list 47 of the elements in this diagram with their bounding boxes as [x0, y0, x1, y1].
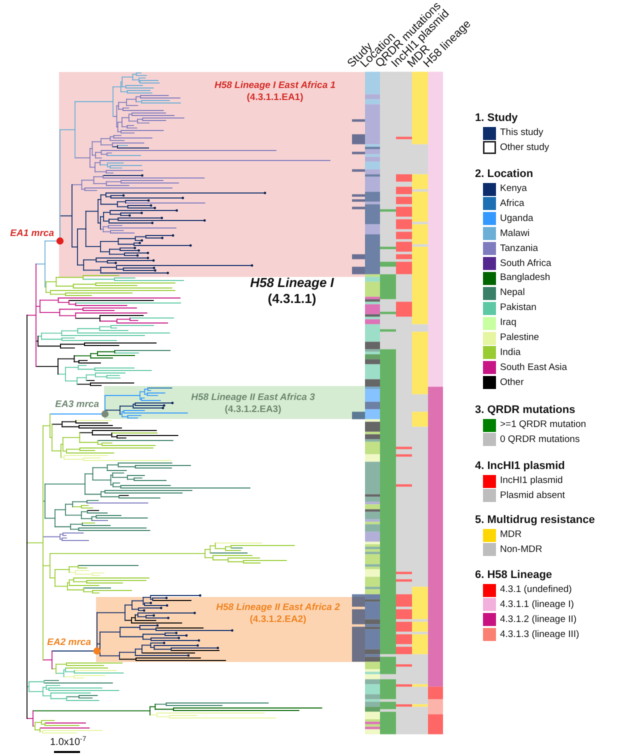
legend-label: Uganda [500, 212, 534, 225]
legend-heading: 1. Study [475, 111, 518, 125]
clade-title: H58 Lineage II East Africa 2 [216, 602, 340, 613]
clade-code: (4.3.1.2.EA2) [250, 614, 306, 625]
legend-heading: 6. H58 Lineage [475, 568, 552, 582]
mrca-label: EA2 mrca [47, 637, 91, 648]
legend-label: Other study [500, 142, 550, 154]
legend-heading: 4. IncHI1 plasmid [475, 459, 565, 473]
legend-label: This study [500, 127, 544, 139]
clade-band [59, 72, 365, 277]
legend-label: Tanzania [500, 242, 538, 255]
legend-label: Nepal [500, 287, 525, 300]
legend-label: 4.3.1.1 (lineage I) [500, 598, 574, 611]
legend-label: IncHI1 plasmid [500, 475, 563, 487]
legend-label: South Africa [500, 258, 552, 270]
legend-heading: 3. QRDR mutations [475, 403, 576, 417]
legend-label: Iraq [500, 317, 516, 330]
legend-heading: 2. Location [475, 167, 534, 181]
mrca-label: EA1 mrca [10, 228, 54, 239]
legend-label: Pakistan [500, 302, 536, 314]
legend-label: Kenya [500, 183, 527, 195]
mrca-label: EA3 mrca [55, 399, 99, 410]
legend-label: 0 QRDR mutations [500, 434, 580, 446]
legend-label: 4.3.1 (undefined) [500, 584, 572, 596]
legend-label: Non-MDR [500, 544, 542, 556]
legend-label: Malawi [500, 228, 530, 240]
clade-band [104, 386, 365, 419]
legend-label: India [500, 346, 521, 359]
legend-label: 4.3.1.2 (lineage II) [500, 614, 577, 626]
legend-label: Africa [500, 198, 524, 210]
legend-label: MDR [500, 529, 522, 541]
legend-label: Bangladesh [500, 272, 550, 284]
legend-label: Palestine [500, 332, 540, 344]
clade-code: (4.3.1.1.EA1) [246, 92, 304, 103]
clade-code: (4.3.1.2.EA3) [224, 404, 282, 415]
scale-label: 1.0x10$^{-7}$ [50, 737, 86, 748]
legend-label: 4.3.1.3 (lineage III) [500, 628, 580, 641]
lineage-code: (4.3.1.1) [268, 291, 316, 306]
legend-label: South East Asia [500, 362, 568, 374]
clade-band [96, 597, 365, 662]
legend-heading: 5. Multidrug resistance [475, 513, 595, 527]
clade-title: H58 Lineage I East Africa 1 [214, 80, 336, 91]
lineage-title: H58 Lineage I [250, 275, 334, 290]
legend-label: Other [500, 376, 524, 389]
clade-title: H58 Lineage II East Africa 3 [191, 392, 315, 403]
legend-label: Plasmid absent [500, 490, 565, 502]
legend-label: >=1 QRDR mutation [500, 419, 586, 431]
